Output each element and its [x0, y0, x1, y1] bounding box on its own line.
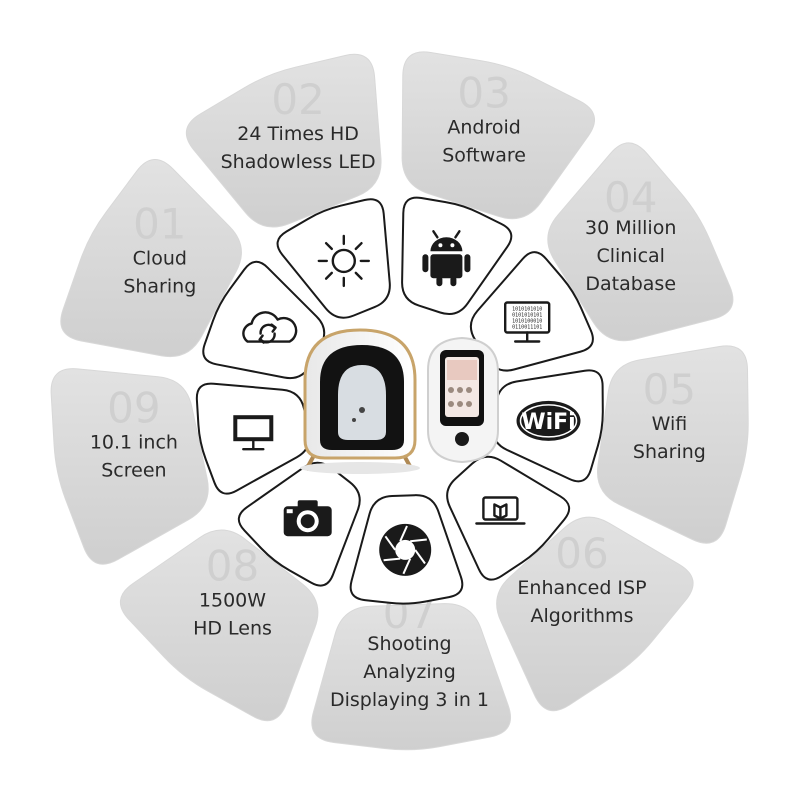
feature-label-line: Enhanced ISP	[517, 577, 646, 599]
feature-card-bg	[185, 53, 382, 228]
binary-text: 1010100010	[512, 319, 542, 325]
wifi-icon: WiFi	[516, 400, 581, 441]
feature-label-line: Analyzing	[363, 661, 456, 683]
icon-card-08	[237, 461, 361, 587]
icon-card-bg	[469, 251, 594, 372]
feature-label-line: Wifi	[652, 413, 688, 435]
feature-number: 09	[107, 384, 160, 433]
feature-label-line: 30 Million	[585, 217, 676, 239]
feature-number: 05	[643, 365, 696, 414]
feature-label-line: Shooting	[367, 633, 451, 655]
feature-label-line: Sharing	[123, 275, 196, 297]
icon-card-06	[446, 455, 571, 581]
feature-label-line: 1500W	[199, 589, 266, 611]
feature-number: 03	[457, 68, 510, 117]
laptop-icon	[475, 496, 526, 525]
feature-label-line: Algorithms	[531, 605, 634, 627]
device-illustration	[300, 328, 499, 474]
icon-card-09	[195, 382, 311, 495]
feature-number: 04	[604, 173, 657, 222]
icon-card-05: WiFi	[491, 369, 604, 483]
cloud-sync-icon	[242, 311, 298, 344]
feature-label-line: Cloud	[133, 247, 187, 269]
feature-label-line: 24 Times HD	[237, 123, 359, 145]
feature-card-bg	[50, 368, 209, 565]
feature-number: 01	[133, 199, 186, 248]
binary-text: 1010101010	[512, 307, 542, 313]
icon-card-02	[276, 198, 391, 319]
binary-text: 0101010101	[512, 313, 542, 319]
feature-number: 02	[271, 75, 324, 124]
feature-number: 08	[206, 541, 259, 590]
feature-card-bg	[496, 516, 694, 712]
feature-number: 06	[555, 529, 608, 578]
monitor-icon	[233, 415, 274, 451]
feature-label-line: Screen	[101, 460, 166, 482]
aperture-icon	[379, 523, 432, 576]
camera-icon	[283, 500, 332, 537]
feature-label-line: 10.1 inch	[90, 432, 178, 454]
feature-card-bg	[119, 529, 319, 722]
feature-label-line: Android	[447, 116, 520, 138]
feature-card-bg	[547, 142, 734, 342]
feature-label-line: Shadowless LED	[221, 151, 376, 173]
feature-label-line: Database	[585, 273, 676, 295]
feature-label-line: HD Lens	[193, 617, 272, 639]
feature-card-bg	[401, 51, 596, 220]
feature-label-line: Displaying 3 in 1	[330, 689, 489, 711]
feature-card-bg	[60, 159, 242, 358]
inner-cards: 1010101010010101010110101000100110011101…	[195, 196, 604, 605]
android-icon	[422, 230, 471, 287]
icon-card-bg	[446, 455, 571, 581]
feature-card-bg	[596, 345, 749, 544]
wifi-text: WiFi	[521, 410, 575, 435]
icon-card-bg	[202, 260, 326, 380]
icon-card-07	[349, 494, 464, 605]
sun-icon	[317, 234, 370, 288]
icon-card-03	[401, 196, 513, 316]
feature-card-bg	[311, 603, 512, 751]
feature-label-line: Clinical	[596, 245, 665, 267]
icon-card-01	[202, 260, 326, 380]
feature-label-line: Sharing	[633, 441, 706, 463]
feature-label-line: Software	[442, 144, 526, 166]
binary-text: 0110011101	[512, 325, 542, 331]
